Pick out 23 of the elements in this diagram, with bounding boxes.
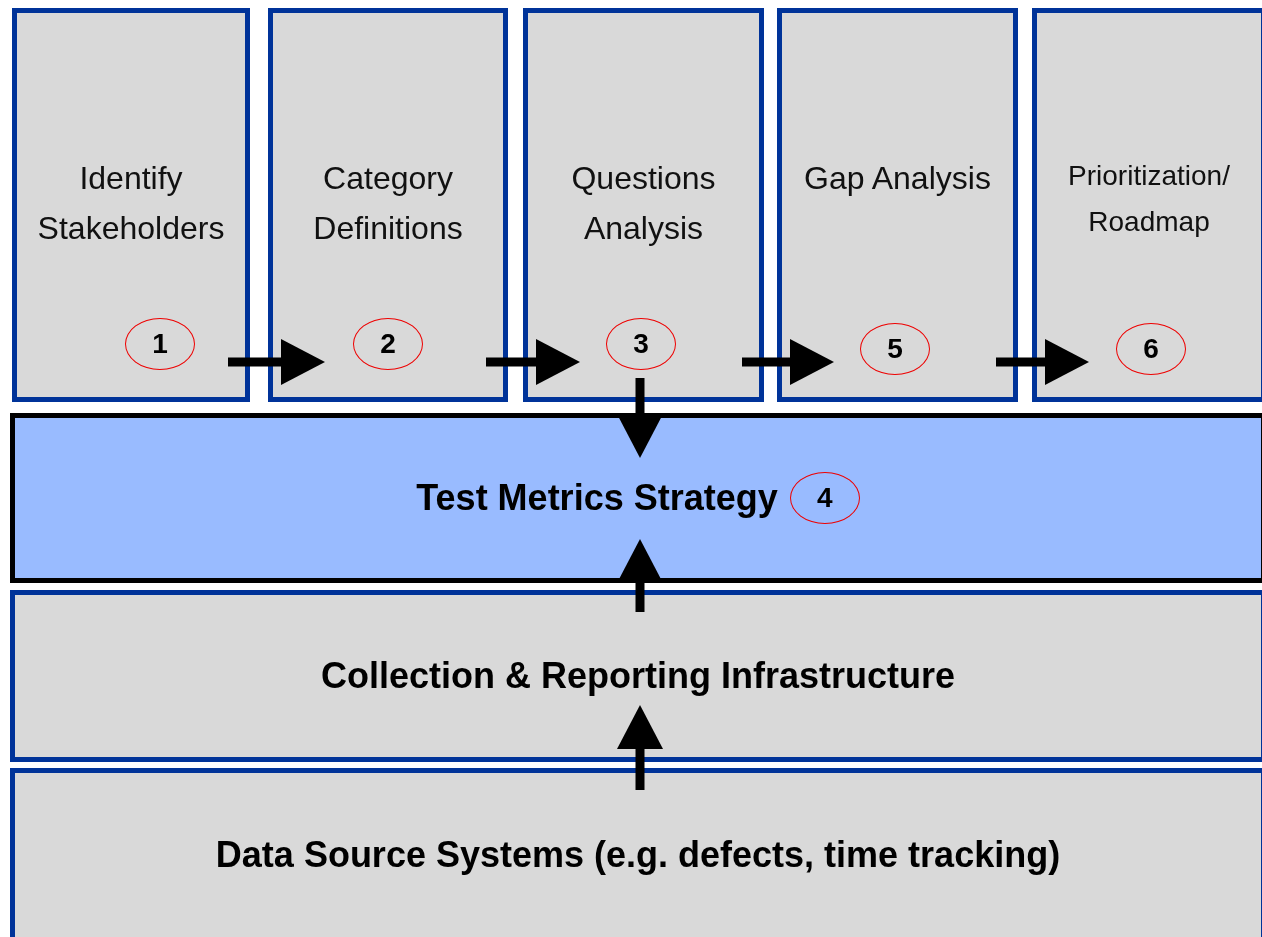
process-box (777, 8, 1018, 402)
step-label: Questions Analysis (570, 159, 717, 248)
layer-band (10, 768, 1262, 937)
step-label: Collection & Reporting Infrastructure (320, 655, 955, 697)
process-box (12, 8, 250, 402)
arrow (617, 539, 663, 612)
step-label: Category Definitions (312, 159, 464, 248)
step-label: Gap Analysis (803, 159, 992, 198)
process-box (523, 8, 764, 402)
arrow (617, 705, 663, 790)
step-label: Prioritization/ Roadmap (1067, 159, 1231, 239)
arrow (617, 378, 663, 458)
layer-band (10, 413, 1262, 583)
layer-band (10, 590, 1262, 762)
arrow (486, 339, 580, 385)
step-label: Identify Stakeholders (36, 159, 226, 248)
step-label: Data Source Systems (e.g. defects, time tracking) (215, 834, 1061, 876)
arrow (996, 339, 1089, 385)
process-box (1032, 8, 1262, 402)
process-box (268, 8, 508, 402)
arrow (742, 339, 834, 385)
arrow (228, 339, 325, 385)
step-label: Test Metrics Strategy (416, 477, 778, 519)
